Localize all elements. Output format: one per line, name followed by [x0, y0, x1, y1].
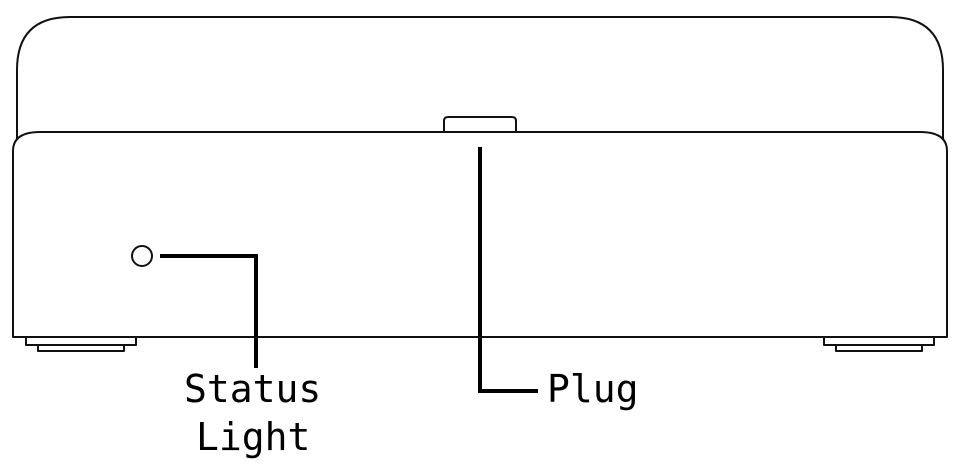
status-light-label-line1: Status [184, 367, 321, 411]
left-foot [25, 336, 137, 352]
device-back-housing [16, 16, 944, 335]
status-light-leader-line [160, 254, 258, 368]
plug-leader-line [478, 147, 538, 393]
plug-label: Plug [547, 367, 639, 411]
status-light-label-line2: Light [196, 415, 310, 459]
status-light-label: Status Light [184, 367, 344, 459]
right-foot [823, 336, 935, 352]
status-light-indicator [131, 245, 153, 267]
plug-tab [443, 116, 517, 132]
